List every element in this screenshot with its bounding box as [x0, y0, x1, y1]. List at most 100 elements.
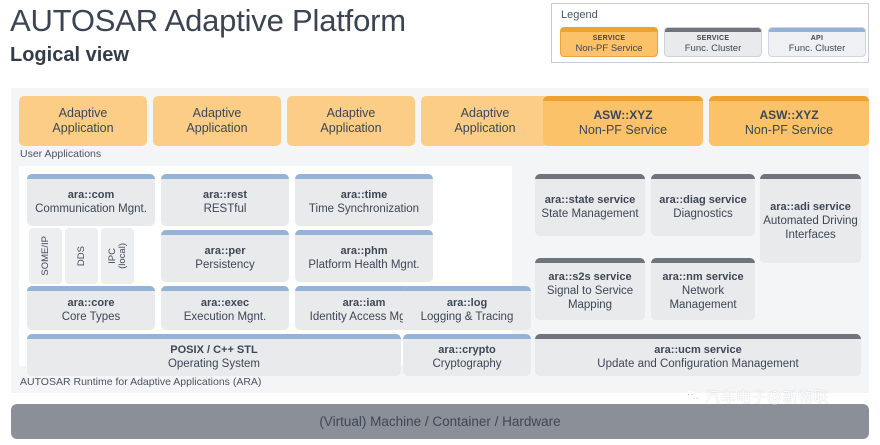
- service-desc: State Management: [541, 208, 639, 220]
- service-desc: Update and Configuration Management: [597, 358, 799, 370]
- api-cap: [295, 286, 433, 291]
- func-cluster-ara-core: ara::core Core Types: [27, 286, 155, 330]
- legend-cap-gray: [665, 28, 761, 32]
- app-line-2: Application: [186, 121, 248, 135]
- cluster-name: ara::time: [340, 189, 388, 201]
- legend-item-non-pf-service: SERVICE Non-PF Service: [560, 27, 658, 57]
- app-line-1: Adaptive: [192, 106, 242, 120]
- api-cap: [161, 286, 289, 291]
- legend-item-kind: SERVICE: [592, 34, 626, 42]
- asw-name: ASW::XYZ: [593, 108, 653, 122]
- legend-item-kind: SERVICE: [696, 34, 730, 42]
- adaptive-application-3: Adaptive Application: [287, 96, 415, 146]
- cluster-desc: Platform Health Mgnt.: [308, 259, 420, 271]
- service-cap: [535, 258, 645, 263]
- platform-service-state: ara::state service State Management: [535, 174, 645, 236]
- legend-title: Legend: [561, 9, 598, 21]
- platform-panel: Adaptive Application Adaptive Applicatio…: [11, 88, 869, 393]
- service-cap: [651, 258, 755, 263]
- cluster-name: ara::log: [446, 297, 488, 309]
- transport-ipc-local: IPC (local): [101, 228, 134, 284]
- transport-label: IPC (local): [106, 243, 128, 269]
- cluster-name: ara::per: [204, 245, 246, 257]
- app-line-2: Application: [320, 121, 382, 135]
- legend-cap-orange: [561, 28, 657, 32]
- api-cap: [403, 286, 531, 291]
- service-cap: [535, 334, 861, 339]
- service-cap: [760, 174, 861, 179]
- service-desc: Network Management: [669, 285, 737, 311]
- service-name: ara::diag service: [659, 194, 747, 206]
- cluster-name: ara::crypto: [438, 344, 496, 356]
- api-cap: [27, 286, 155, 291]
- legend-item-api-func-cluster: API Func. Cluster: [768, 27, 866, 57]
- app-line-2: Application: [454, 121, 516, 135]
- asw-desc: Non-PF Service: [578, 123, 668, 137]
- api-cap: [27, 334, 401, 339]
- adaptive-application-1: Adaptive Application: [19, 96, 147, 146]
- service-desc: Diagnostics: [673, 208, 733, 220]
- service-name: ara::nm service: [662, 271, 744, 283]
- legend-cap-blue: [769, 28, 865, 32]
- app-line-2: Application: [52, 121, 114, 135]
- service-cap: [651, 174, 755, 179]
- legend-items: SERVICE Non-PF Service SERVICE Func. Clu…: [560, 27, 866, 57]
- user-applications-label: User Applications: [20, 148, 102, 160]
- app-line-1: Adaptive: [460, 106, 510, 120]
- cluster-desc: Cryptography: [432, 358, 502, 370]
- api-cap: [161, 230, 289, 235]
- cluster-desc: Operating System: [167, 358, 261, 370]
- user-applications-row: Adaptive Application Adaptive Applicatio…: [19, 96, 869, 146]
- asw-desc: Non-PF Service: [744, 123, 834, 137]
- header: AUTOSAR Adaptive Platform Logical view: [10, 2, 406, 68]
- legend-item-kind: API: [810, 34, 824, 42]
- page-subtitle: Logical view: [10, 44, 129, 66]
- func-cluster-ara-per: ara::per Persistency: [161, 230, 289, 282]
- asw-non-pf-service-1: ASW::XYZ Non-PF Service: [543, 96, 703, 146]
- api-cap: [295, 174, 433, 179]
- hardware-label: (Virtual) Machine / Container / Hardware: [319, 414, 561, 429]
- hardware-bar: (Virtual) Machine / Container / Hardware: [11, 404, 869, 439]
- asw-cap: [543, 96, 703, 101]
- app-line-1: Adaptive: [326, 106, 376, 120]
- service-name: ara::s2s service: [548, 271, 632, 283]
- legend-item-name: Non-PF Service: [575, 42, 643, 54]
- api-cap: [27, 174, 155, 179]
- func-cluster-operating-system: POSIX / C++ STL Operating System: [27, 334, 401, 376]
- cluster-name: ara::iam: [342, 297, 386, 309]
- adaptive-application-4: Adaptive Application: [421, 96, 549, 146]
- transport-someip: SOME/IP: [29, 228, 62, 284]
- app-line-1: Adaptive: [58, 106, 108, 120]
- cluster-desc: RESTful: [203, 203, 247, 215]
- cluster-desc: Time Synchronization: [308, 203, 420, 215]
- service-name: ara::ucm service: [654, 344, 742, 356]
- transport-label: SOME/IP: [39, 236, 51, 276]
- service-name: ara::state service: [544, 194, 636, 206]
- cluster-desc: Communication Mgnt.: [35, 203, 147, 215]
- func-cluster-ara-com: ara::com Communication Mgnt.: [27, 174, 155, 226]
- adaptive-application-2: Adaptive Application: [153, 96, 281, 146]
- func-cluster-ara-crypto: ara::crypto Cryptography: [403, 334, 531, 376]
- platform-service-ucm: ara::ucm service Update and Configuratio…: [535, 334, 861, 376]
- func-cluster-ara-log: ara::log Logging & Tracing: [403, 286, 531, 330]
- platform-service-diag: ara::diag service Diagnostics: [651, 174, 755, 236]
- ara-runtime-label: AUTOSAR Runtime for Adaptive Application…: [20, 376, 262, 388]
- cluster-name: ara::com: [67, 189, 115, 201]
- cluster-name: ara::rest: [202, 189, 248, 201]
- api-cap: [403, 334, 531, 339]
- cluster-name: ara::phm: [340, 245, 388, 257]
- service-name: ara::adi service: [770, 200, 851, 213]
- func-cluster-ara-rest: ara::rest RESTful: [161, 174, 289, 226]
- platform-service-nm: ara::nm service Network Management: [651, 258, 755, 320]
- api-cap: [161, 174, 289, 179]
- api-cap: [295, 230, 433, 235]
- cluster-name: ara::exec: [200, 297, 250, 309]
- asw-cap: [709, 96, 869, 101]
- legend-item-name: Func. Cluster: [684, 42, 742, 54]
- service-desc: Signal to Service Mapping: [546, 285, 634, 311]
- cluster-desc: Logging & Tracing: [420, 311, 514, 323]
- asw-non-pf-service-2: ASW::XYZ Non-PF Service: [709, 96, 869, 146]
- service-desc: Automated Driving Interfaces: [763, 214, 858, 241]
- transport-dds: DDS: [65, 228, 98, 284]
- service-cap: [535, 174, 645, 179]
